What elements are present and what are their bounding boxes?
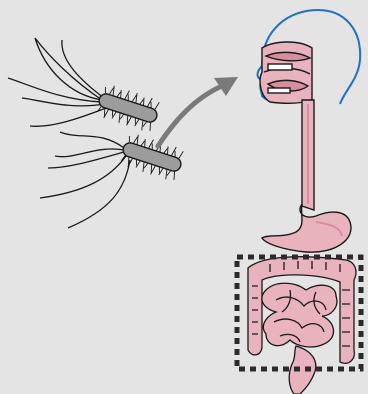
bacteria-group [8,38,186,228]
fimbria [148,123,152,131]
fimbria [128,136,132,142]
flagella-top [8,38,106,126]
stomach [262,204,351,252]
oral-nasal-cavity [260,42,312,103]
bacterium-top [94,83,162,134]
fimbria [104,87,108,93]
arrow-icon [158,77,238,146]
rectum [289,346,316,394]
fimbria [171,146,176,156]
fimbria [172,172,176,180]
fimbria [147,97,152,107]
fimbria [97,106,101,112]
fimbria [149,164,153,172]
fimbria [124,90,129,100]
fimbria [125,115,129,123]
small-intestine [262,283,337,347]
esophagus [302,100,314,210]
fimbria [179,151,183,159]
flagella-bottom [40,132,130,228]
fimbria [148,139,153,149]
fimbria [155,102,159,110]
bacterium-bottom [118,132,186,183]
